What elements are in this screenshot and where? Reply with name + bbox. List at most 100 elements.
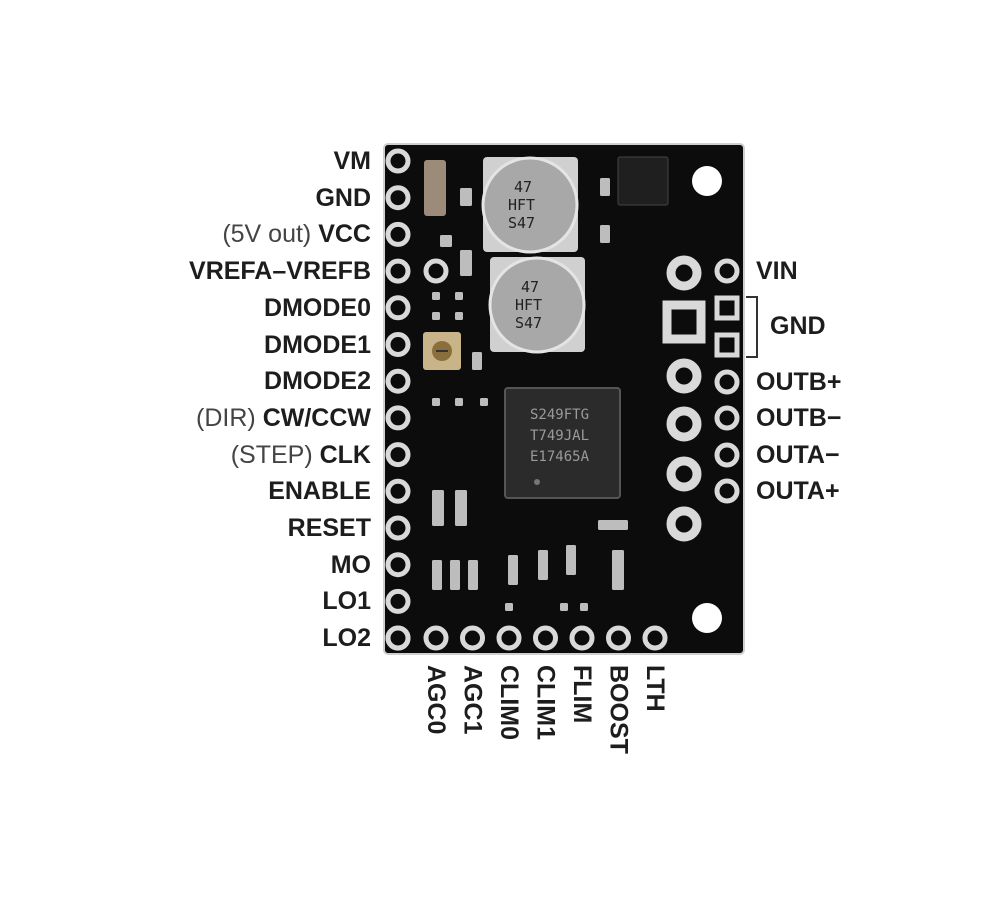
left-pad-cw/ccw: [385, 405, 411, 431]
pin-label-outb-: OUTB+: [756, 368, 842, 396]
ceramic-capacitor: [424, 160, 446, 216]
smd-part: [432, 490, 444, 526]
pin-label-dmode1: DMODE1: [264, 330, 371, 360]
pin-label-outb-: OUTB−: [756, 404, 842, 432]
left-pad-reset: [385, 515, 411, 541]
ic-text-line: E17465A: [530, 449, 590, 465]
pin-name: VCC: [318, 220, 371, 249]
smd-part: [600, 178, 610, 196]
mounting-hole: [692, 166, 722, 196]
right-pad: [714, 478, 740, 504]
smd-part: [538, 550, 548, 580]
smd-part: [580, 603, 588, 611]
smd-part: [480, 398, 488, 406]
smd-part: [432, 292, 440, 300]
left-pad-gnd: [385, 185, 411, 211]
driver-ic: S249FTG T749JAL E17465A: [504, 387, 621, 499]
right-pad: [714, 442, 740, 468]
big-pad: [666, 406, 702, 442]
gnd-bracket: [746, 296, 758, 358]
pin-label-outa-: OUTA−: [756, 441, 840, 469]
smd-part: [455, 398, 463, 406]
pin-label-vin: VIN: [756, 257, 798, 285]
left-pad-vcc: [385, 221, 411, 247]
bottom-pad-clim0: [496, 625, 522, 651]
pin-label-dmode2: DMODE2: [264, 366, 371, 396]
bottom-pad-agc1: [460, 625, 485, 651]
smd-part: [472, 352, 482, 370]
pin-label-dmode0: DMODE0: [264, 293, 371, 323]
potentiometer: [423, 332, 461, 370]
pin-name: DMODE2: [264, 367, 371, 396]
pin-name: LO1: [322, 587, 371, 616]
bottom-pad-clim1: [533, 625, 558, 651]
smd-part: [432, 398, 440, 406]
cap-text-line: 47: [521, 278, 539, 296]
bottom-pad-lth: [642, 625, 668, 651]
pin-name: MO: [330, 550, 371, 579]
smd-part: [508, 555, 518, 585]
smd-part: [455, 292, 463, 300]
right-pad: [714, 258, 740, 284]
pin-label-mo: MO: [331, 550, 371, 580]
right-pad: [714, 369, 740, 395]
smd-part: [455, 312, 463, 320]
pin-name: DMODE1: [264, 330, 371, 359]
pin-label-gnd: GND: [315, 183, 371, 213]
bottom-header-pads: [385, 625, 668, 651]
test-pad: [423, 258, 449, 284]
smd-part: [432, 560, 442, 590]
smd-part: [560, 603, 568, 611]
bottom-pad-flim: [569, 625, 595, 651]
big-square-pad: [662, 300, 706, 344]
cap-text-line: S47: [508, 214, 535, 232]
cap-text-line: HFT: [515, 296, 542, 314]
left-pad-dmode2: [385, 368, 411, 394]
big-pad: [666, 358, 702, 394]
pin-label-cw-ccw: (DIR) CW/CCW: [196, 403, 371, 433]
pin-label-outa-: OUTA+: [756, 477, 840, 505]
capacitor-2: 47 HFT S47: [488, 256, 586, 354]
pin-label-lth: LTH: [641, 665, 669, 712]
smd-part: [612, 550, 624, 590]
smd-components: [432, 178, 628, 611]
left-pad-lo1: [385, 588, 411, 614]
smd-part: [460, 250, 472, 276]
right-pad: [714, 405, 740, 431]
right-square-pad: [714, 332, 740, 358]
pin-alias: (DIR): [196, 403, 263, 432]
small-ic: [617, 156, 669, 206]
left-pad-clk: [385, 442, 411, 468]
pin-name: CW/CCW: [262, 403, 371, 432]
smd-part: [460, 188, 472, 206]
bottom-pad-agc0: [423, 625, 449, 651]
power-terminal-pads: [662, 255, 706, 542]
pin-name: GND: [315, 183, 371, 212]
pin-label-clk: (STEP) CLK: [231, 440, 371, 470]
big-pad: [666, 506, 702, 542]
left-pad-mo: [385, 552, 411, 578]
smd-part: [598, 520, 628, 530]
pin-label-agc0: AGC0: [422, 665, 450, 735]
pin-name: LO2: [322, 624, 371, 653]
pin-label-vm: VM: [334, 146, 372, 176]
pin-label-lo2: LO2: [322, 623, 371, 653]
pin-label-vcc: (5V out) VCC: [222, 219, 371, 249]
corner-pad: [385, 625, 411, 651]
cap-text-line: 47: [514, 178, 532, 196]
smd-part: [432, 312, 440, 320]
left-pad-dmode1: [385, 332, 411, 357]
pin-name: VM: [333, 147, 372, 175]
pin-label-reset: RESET: [288, 513, 371, 543]
pin-alias: (5V out): [222, 220, 319, 249]
pin-name: DMODE0: [264, 293, 371, 322]
pin-name: ENABLE: [268, 477, 371, 506]
capacitor-1: 47 HFT S47: [481, 156, 579, 254]
smd-part: [600, 225, 610, 243]
mounting-hole: [692, 603, 722, 633]
left-pad-dmode0: [385, 295, 411, 321]
left-pad-vm: [385, 148, 411, 174]
smd-part: [455, 490, 467, 526]
pin-alias: (STEP): [230, 440, 320, 469]
